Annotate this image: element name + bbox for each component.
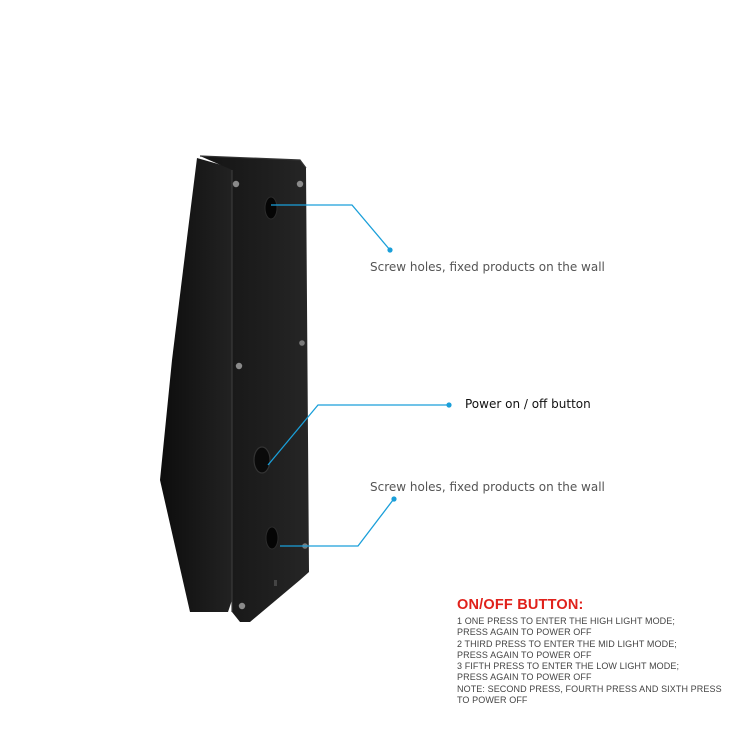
corner-screw	[238, 602, 246, 610]
instructions-title: ON/OFF BUTTON:	[457, 597, 584, 613]
corner-screw	[296, 180, 304, 188]
bottom-screw-hole	[265, 526, 279, 550]
callout-dot-top	[387, 247, 393, 253]
instruction-line: 3 FIFTH PRESS TO ENTER THE LOW LIGHT MOD…	[457, 661, 680, 672]
callout-line-top	[271, 204, 391, 251]
corner-screw	[299, 340, 305, 346]
callout-power-label: Power on / off button	[465, 397, 591, 411]
instruction-line: 2 THIRD PRESS TO ENTER THE MID LIGHT MOD…	[457, 638, 677, 649]
bottom-vent	[274, 580, 277, 586]
callout-dot-power	[446, 402, 452, 408]
instruction-line: PRESS AGAIN TO POWER OFF	[457, 627, 592, 638]
instructions-list: 1 ONE PRESS TO ENTER THE HIGH LIGHT MODE…	[457, 616, 737, 706]
callout-dots	[387, 247, 452, 502]
instruction-line: NOTE: SECOND PRESS, FOURTH PRESS AND SIX…	[457, 683, 722, 694]
callout-bottom-screw-label: Screw holes, fixed products on the wall	[370, 480, 605, 494]
callout-line-bottom	[280, 499, 394, 547]
instruction-line: 1 ONE PRESS TO ENTER THE HIGH LIGHT MODE…	[457, 616, 675, 626]
callout-line-power	[267, 404, 448, 466]
callout-lines	[267, 204, 448, 547]
instruction-line: PRESS AGAIN TO POWER OFF	[457, 649, 592, 660]
power-button[interactable]	[253, 446, 271, 474]
callout-top-screw-label: Screw holes, fixed products on the wall	[370, 260, 605, 274]
lamp-top-edge	[199, 155, 307, 169]
instruction-line: PRESS AGAIN TO POWER OFF	[457, 672, 592, 683]
lamp-back-face	[200, 156, 309, 622]
instruction-line: TO POWER OFF	[457, 695, 528, 706]
callout-dot-bottom	[391, 496, 397, 502]
lamp-side-panel	[160, 158, 232, 612]
top-screw-hole	[264, 196, 278, 220]
corner-screw	[232, 180, 240, 188]
corner-screw	[235, 362, 243, 370]
button-instructions: ON/OFF BUTTON: 1 ONE PRESS TO ENTER THE …	[457, 597, 737, 706]
